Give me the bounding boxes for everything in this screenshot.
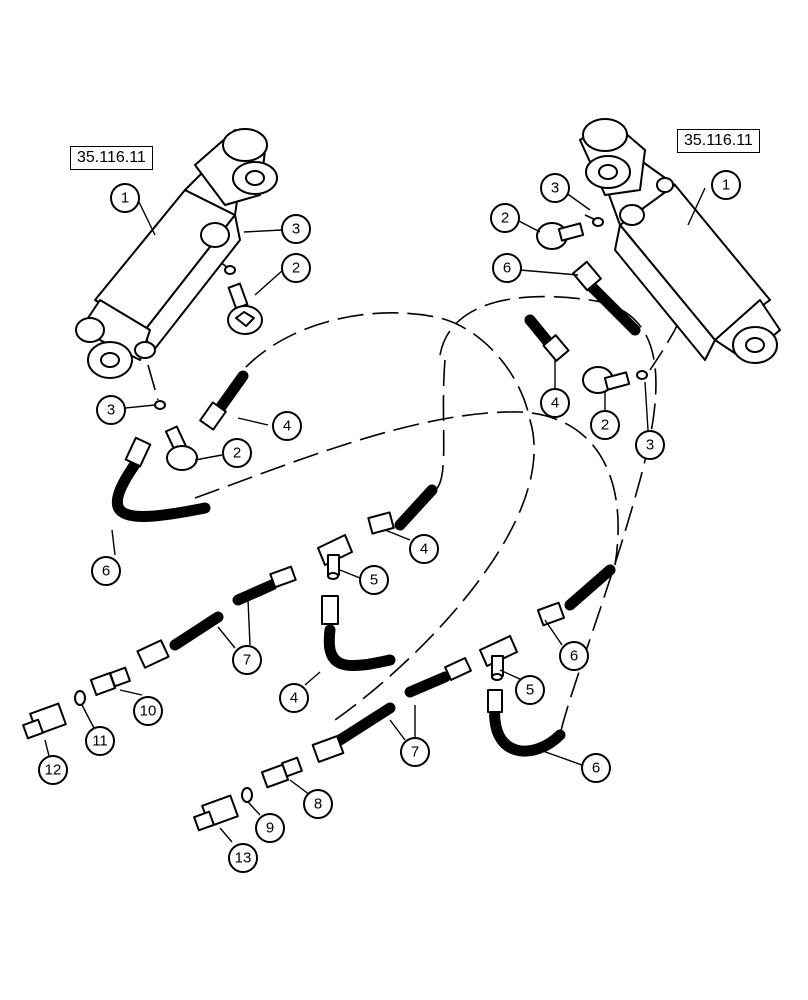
svg-text:7: 7 <box>411 744 419 761</box>
callout-6-lower-right: 6 <box>581 753 611 783</box>
svg-text:11: 11 <box>92 733 108 750</box>
svg-text:1: 1 <box>121 190 129 207</box>
hose-end-fittings <box>124 260 602 763</box>
callout-7-upper: 7 <box>232 645 262 675</box>
svg-text:5: 5 <box>370 572 378 589</box>
o-rings <box>74 217 648 803</box>
hose-4-middle <box>394 484 438 531</box>
svg-text:5: 5 <box>526 682 534 699</box>
svg-text:2: 2 <box>233 445 241 462</box>
hose-7-lower-right <box>404 671 451 698</box>
svg-text:3: 3 <box>646 437 654 454</box>
coupler-12 <box>22 702 67 740</box>
leader-lines <box>44 187 706 843</box>
callout-7-lower: 7 <box>400 737 430 767</box>
hydraulic-cylinder-right <box>579 118 781 364</box>
callout-6-upper-right: 6 <box>492 253 522 283</box>
callout-3-upper-right: 3 <box>540 173 570 203</box>
callout-9: 9 <box>255 813 285 843</box>
hose-6-middle-right <box>564 564 616 611</box>
svg-text:9: 9 <box>266 820 274 837</box>
svg-text:7: 7 <box>243 652 251 669</box>
o-ring-9 <box>241 787 253 803</box>
svg-text:13: 13 <box>235 850 252 867</box>
o-ring-3-lower-left <box>154 400 166 410</box>
svg-text:8: 8 <box>314 796 322 813</box>
hose-6-upper-right <box>584 279 641 336</box>
svg-text:3: 3 <box>292 221 300 238</box>
svg-text:3: 3 <box>551 180 559 197</box>
callouts: 1 1 3 2 3 4 2 6 3 2 6 4 2 3 4 5 6 7 4 5 … <box>38 170 741 873</box>
svg-text:2: 2 <box>601 417 609 434</box>
callout-2-lower-left: 2 <box>222 438 252 468</box>
callout-2-lower-right: 2 <box>590 410 620 440</box>
svg-text:4: 4 <box>420 541 428 558</box>
adapter-8 <box>260 756 303 789</box>
callout-4-upper-left: 4 <box>272 411 302 441</box>
elbow-fitting-lower-right <box>582 366 631 394</box>
callout-1-left: 1 <box>110 183 140 213</box>
reference-box-right: 35.116.11 <box>677 129 760 153</box>
svg-text:3: 3 <box>107 402 115 419</box>
elbow-fitting-upper-left <box>227 282 263 335</box>
callout-3-lower-right: 3 <box>635 430 665 460</box>
hose-6-lower-right <box>489 699 566 757</box>
hose-4-lower <box>323 624 396 671</box>
callout-2-upper-left: 2 <box>281 253 311 283</box>
o-ring-3-upper-left <box>224 265 236 275</box>
hose-4-upper-right <box>524 314 554 348</box>
svg-text:10: 10 <box>140 703 157 720</box>
o-ring-3-lower-right <box>636 370 648 380</box>
callout-6-middle-right: 6 <box>559 641 589 671</box>
callout-2-upper-right: 2 <box>490 203 520 233</box>
svg-text:4: 4 <box>283 418 291 435</box>
elbow-fittings <box>164 222 631 471</box>
svg-text:6: 6 <box>570 648 578 665</box>
callout-4-lower: 4 <box>279 683 309 713</box>
hose-7-upper-left <box>169 611 224 651</box>
reference-box-left: 35.116.11 <box>70 146 153 170</box>
hose-6-left <box>112 454 211 522</box>
hoses <box>112 279 641 757</box>
hose-7-upper-right <box>232 579 278 606</box>
callout-1-right: 1 <box>711 170 741 200</box>
svg-text:2: 2 <box>501 210 509 227</box>
callout-11: 11 <box>85 726 115 756</box>
elbow-fitting-upper-right <box>536 222 585 250</box>
callout-3-upper-left: 3 <box>281 214 311 244</box>
svg-text:12: 12 <box>45 762 62 779</box>
callout-5-lower: 5 <box>515 675 545 705</box>
o-ring-11 <box>74 690 86 706</box>
svg-text:1: 1 <box>722 177 730 194</box>
elbow-fitting-lower-left <box>164 425 198 471</box>
dashed-connections <box>147 214 681 736</box>
callout-12: 12 <box>38 755 68 785</box>
callout-10: 10 <box>133 696 163 726</box>
coupler-13 <box>193 794 239 832</box>
o-ring-3-upper-right <box>592 217 604 227</box>
callout-8: 8 <box>303 789 333 819</box>
callout-5-upper: 5 <box>359 565 389 595</box>
callout-4-upper-right: 4 <box>540 388 570 418</box>
hydraulic-cylinder-left <box>75 128 278 379</box>
svg-text:6: 6 <box>503 260 511 277</box>
svg-text:6: 6 <box>592 760 600 777</box>
svg-text:2: 2 <box>292 260 300 277</box>
svg-text:4: 4 <box>551 395 559 412</box>
svg-text:4: 4 <box>290 690 298 707</box>
tee-fitting-lower <box>479 635 518 681</box>
adapter-10 <box>89 666 131 696</box>
tee-fittings <box>317 534 518 681</box>
hose-7-lower-left <box>334 702 396 746</box>
svg-text:6: 6 <box>102 563 110 580</box>
tee-fitting-upper <box>317 534 353 580</box>
callout-4-middle: 4 <box>409 534 439 564</box>
callout-6-left: 6 <box>91 556 121 586</box>
callout-3-lower-left: 3 <box>96 395 126 425</box>
adapters-and-couplers <box>22 666 303 832</box>
callout-13: 13 <box>228 843 258 873</box>
